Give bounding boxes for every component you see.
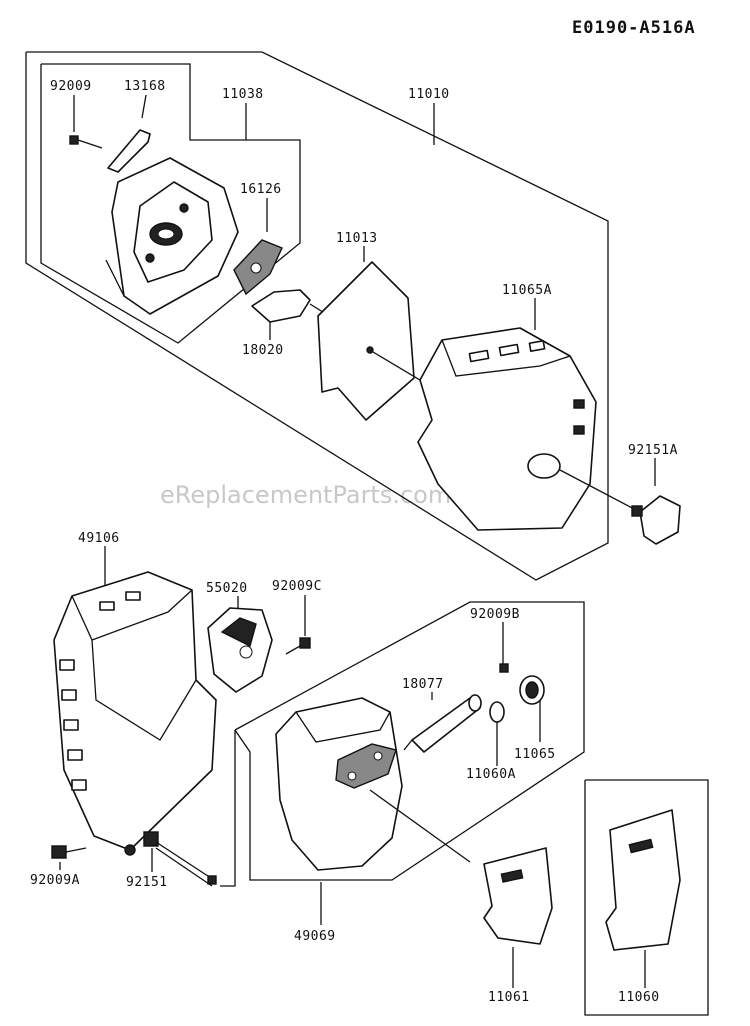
bolt-92151 <box>143 831 217 887</box>
bolt-92009A <box>51 845 87 859</box>
label-11038: 11038 <box>222 87 264 102</box>
knob-92151A <box>631 495 681 545</box>
pipe-18077 <box>403 694 482 753</box>
label-92009A: 92009A <box>30 873 80 888</box>
label-92009C: 92009C <box>272 579 322 594</box>
gasket-11061 <box>483 847 553 945</box>
label-11013: 11013 <box>336 231 378 246</box>
assembly-49069-outline <box>220 601 585 887</box>
label-49106: 49106 <box>78 531 120 546</box>
cover-11065A <box>417 327 637 531</box>
label-55020: 55020 <box>206 581 248 596</box>
bracket-55020 <box>207 607 273 693</box>
muffler-body-49069 <box>275 697 471 871</box>
label-92151: 92151 <box>126 875 168 890</box>
assembly-11038-outline <box>40 63 301 344</box>
gasket-16126 <box>233 239 283 296</box>
label-11060A: 11060A <box>466 767 516 782</box>
ring-11060A <box>489 701 505 723</box>
label-18020: 18020 <box>242 343 284 358</box>
screw-92009 <box>69 135 103 149</box>
label-49069: 49069 <box>294 929 336 944</box>
label-92151A: 92151A <box>628 443 678 458</box>
air-cleaner-base-11038 <box>105 157 239 315</box>
label-11010: 11010 <box>408 87 450 102</box>
reference-code: E0190-A516A <box>572 18 696 38</box>
label-11060: 11060 <box>618 990 660 1005</box>
cap-11065 <box>519 675 545 705</box>
watermark: eReplacementParts.com <box>160 481 451 509</box>
label-92009B: 92009B <box>470 607 520 622</box>
muffler-cover-49106 <box>53 571 217 856</box>
label-16126: 16126 <box>240 182 282 197</box>
label-92009: 92009 <box>50 79 92 94</box>
label-11065: 11065 <box>514 747 556 762</box>
gasket-11060 <box>605 809 681 951</box>
gasket-11060-outline <box>584 779 709 1016</box>
assembly-11010-outline <box>25 51 609 581</box>
clip-13168 <box>107 129 151 173</box>
bracket-18020 <box>251 289 327 323</box>
label-11065A: 11065A <box>502 283 552 298</box>
bolt-92009C <box>285 637 311 655</box>
part-labels: 92009 13168 11038 11010 16126 11013 1106… <box>30 79 678 1005</box>
label-11061: 11061 <box>488 990 530 1005</box>
label-18077: 18077 <box>402 677 444 692</box>
screw-92009B <box>499 663 509 673</box>
filter-element-11013 <box>317 261 441 421</box>
label-13168: 13168 <box>124 79 166 94</box>
